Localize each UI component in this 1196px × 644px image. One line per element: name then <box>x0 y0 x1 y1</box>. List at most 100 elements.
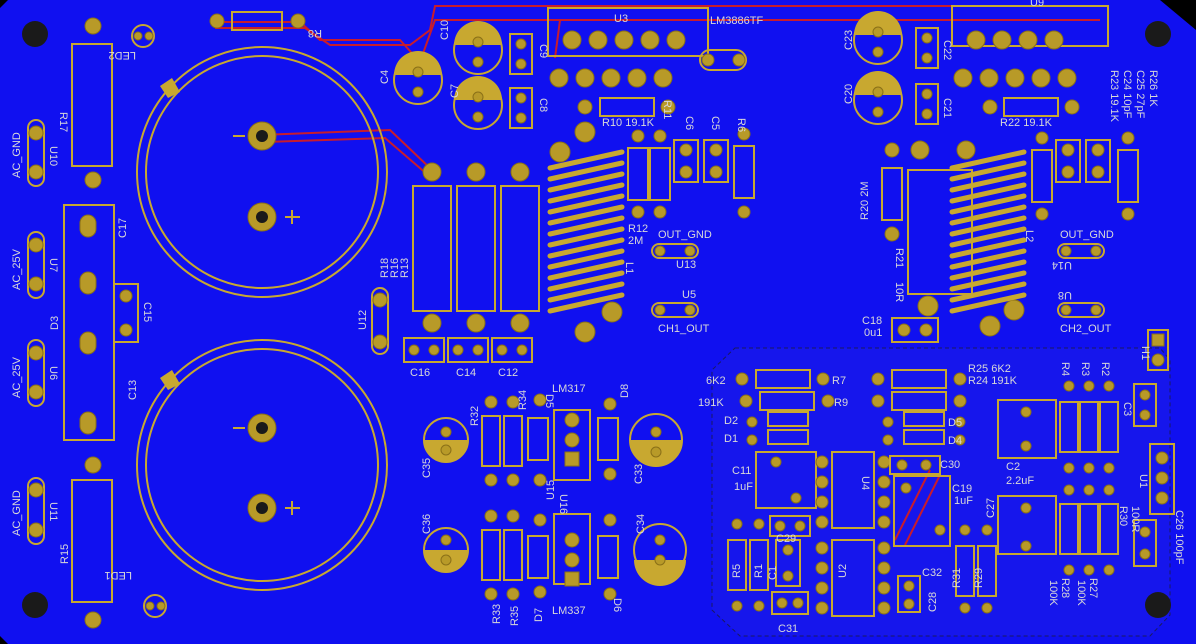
label-r15: R15 <box>59 544 71 564</box>
capacitor-c17 <box>136 46 388 298</box>
led2 <box>131 24 155 48</box>
label-r2: R2 <box>1099 362 1111 376</box>
label-c4: C4 <box>379 70 391 84</box>
label-lm337: LM337 <box>552 605 586 617</box>
label-c9: C9 <box>537 44 549 58</box>
label-c10: C10 <box>439 20 451 40</box>
label-r5: R5 <box>731 564 743 578</box>
label-r10: R10 19.1K <box>602 117 655 129</box>
label-c14: C14 <box>456 367 476 379</box>
caps-c16-c14-c12 <box>403 337 533 363</box>
label-r23: R23 19.1K <box>1108 70 1120 123</box>
label-c31: C31 <box>778 623 798 635</box>
label-c18-value: 0u1 <box>864 327 882 339</box>
ic-u3-lm3886 <box>547 7 747 88</box>
label-r31: R31 <box>951 568 963 588</box>
label-lm3886: LM3886TF <box>710 15 763 27</box>
resistor-bank-r18-r16-r13 <box>412 162 540 333</box>
coil-winding <box>547 171 625 193</box>
label-r28-value: 100K <box>1047 580 1059 606</box>
label-c35: C35 <box>421 458 433 478</box>
coil-winding <box>949 248 1027 270</box>
label-c16: C16 <box>410 367 430 379</box>
label-c6: C6 <box>683 116 695 130</box>
preamp-section <box>727 369 1175 617</box>
label-ac-gnd-top: AC_GND <box>11 132 23 178</box>
coil-winding <box>949 204 1027 226</box>
label-c7: C7 <box>449 84 461 98</box>
label-c18: C18 <box>862 315 882 327</box>
label-c17: C17 <box>117 218 129 238</box>
label-c15: C15 <box>141 302 153 322</box>
connector-u10 <box>27 119 45 187</box>
label-c1: C1 <box>767 566 779 580</box>
label-ch2-out: CH2_OUT <box>1060 323 1112 335</box>
label-c3: C3 <box>1121 402 1133 416</box>
label-c2-value: 2.2uF <box>1006 475 1034 487</box>
coil-winding <box>949 171 1027 193</box>
label-u9: U9 <box>1030 0 1044 9</box>
label-r32: R32 <box>469 406 481 426</box>
label-r9: R9 <box>834 397 848 409</box>
connector-u12 <box>371 287 389 355</box>
coil-winding <box>949 226 1027 248</box>
label-c2: C2 <box>1006 461 1020 473</box>
label-r30-value: 100R <box>1129 506 1141 532</box>
label-c24: C24 10pF <box>1121 70 1133 119</box>
label-c26: C26 100pF <box>1173 510 1185 565</box>
label-c11-value: 1uF <box>734 481 753 493</box>
label-ac25v-bot: AC_25V <box>11 356 23 398</box>
label-r7-value: 6K2 <box>706 375 726 387</box>
coil-winding <box>547 281 625 303</box>
coil-winding <box>547 292 625 314</box>
coil-winding <box>949 160 1027 182</box>
coil-winding <box>547 149 625 171</box>
label-r8: R8 <box>308 27 322 39</box>
label-u11: U11 <box>47 502 59 521</box>
label-r6: R6 <box>735 118 747 132</box>
bridge-d3 <box>63 204 115 441</box>
coil-l1-windings <box>547 149 625 314</box>
label-u13: U13 <box>676 259 696 271</box>
label-u12: U12 <box>357 310 369 330</box>
label-u10: U10 <box>47 146 59 166</box>
label-r21-value: 10R <box>893 282 905 302</box>
label-d5: D5 <box>543 394 555 408</box>
label-c20: C20 <box>843 84 855 104</box>
coil-winding <box>547 259 625 281</box>
label-d6: D6 <box>611 598 623 612</box>
coil-winding <box>949 193 1027 215</box>
label-d5b: D5 <box>948 417 962 429</box>
label-u16: U16 <box>557 494 569 514</box>
label-r1: R1 <box>753 564 765 578</box>
coil-l2-windings <box>949 149 1027 314</box>
label-c23: C23 <box>843 30 855 50</box>
coil-winding <box>949 182 1027 204</box>
label-r21: R21 <box>893 248 905 268</box>
label-r13: R13 <box>399 258 411 278</box>
connector-u11 <box>27 477 45 545</box>
label-u6: U6 <box>47 366 59 380</box>
label-c27: C27 <box>985 498 997 518</box>
ic-u9 <box>951 5 1109 88</box>
coil-winding <box>547 182 625 204</box>
label-out-gnd1: OUT_GND <box>658 229 712 241</box>
coil-winding <box>949 149 1027 171</box>
label-r24: R24 191K <box>968 375 1018 387</box>
label-r12-value: 2M <box>628 235 643 247</box>
label-r25: R25 6K2 <box>968 363 1011 375</box>
label-ch1-out: CH1_OUT <box>658 323 710 335</box>
label-ac-gnd-bot: AC_GND <box>11 490 23 536</box>
coil-winding <box>949 215 1027 237</box>
label-led1: LED1 <box>104 569 132 581</box>
label-c30: C30 <box>940 459 960 471</box>
label-c8: C8 <box>537 98 549 112</box>
label-ac25v-top: AC_25V <box>11 248 23 290</box>
coil-winding <box>547 226 625 248</box>
label-d7: D7 <box>533 608 545 622</box>
label-c22: C22 <box>941 40 953 60</box>
label-u2: U2 <box>837 564 849 578</box>
coil-winding <box>547 270 625 292</box>
